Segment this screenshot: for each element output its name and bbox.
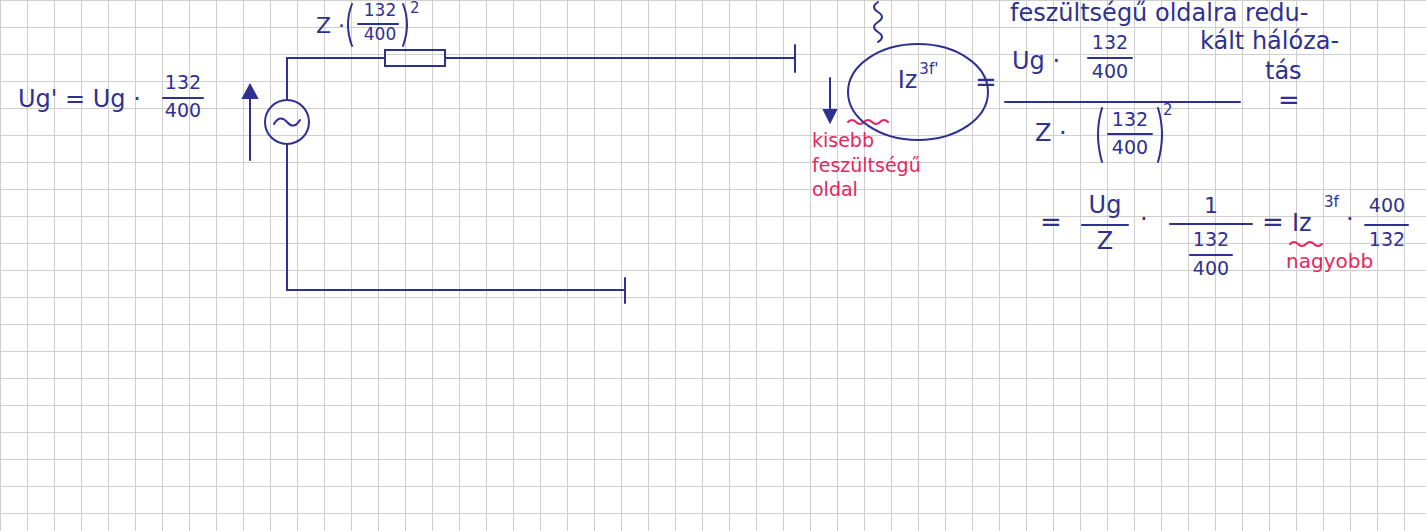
denominator-term: Z · [1035,120,1067,146]
multiply-sign: · [1140,206,1148,232]
circle-outline [846,42,990,142]
ratio-number: 400 [1186,258,1236,279]
circled-term: Iz3f' [846,42,990,142]
ratio-number: 400 [1362,195,1412,216]
numerator-term: Ug · [1012,48,1060,74]
exponent: 2 [1163,102,1173,119]
voltage-formula: Ug' = Ug · [18,86,141,112]
ratio-number: 400 [158,100,208,121]
multiply-sign: · [1346,206,1354,232]
equals-sign: = [1278,86,1300,115]
superscript: 3f' [919,60,938,78]
ratio-number: 400 [1085,61,1135,82]
ratio-number: 132 [158,72,208,93]
exponent: 2 [410,0,420,17]
ratio-number: 400 [355,25,405,44]
ratio-number: 132 [355,1,405,20]
ratio-number: 132 [1362,229,1412,250]
equals-sign: = [1262,208,1284,237]
note-text: tás [1265,58,1302,84]
equals-sign: = [1040,208,1062,237]
ratio-number: 400 [1105,137,1155,158]
ratio-number: 132 [1085,32,1135,53]
impedance-label: Z · [316,14,345,38]
side-note: nagyobb [1286,250,1373,272]
fraction-term: Ug [1080,192,1130,218]
note-text: kált hálóza- [1200,28,1339,54]
fraction-term: Z [1080,228,1130,254]
current-symbol: Iz [1292,210,1312,236]
note-text: feszültségű oldalra redu- [1010,0,1308,26]
current-symbol: Iz [898,66,918,94]
ratio-number: 132 [1186,229,1236,250]
superscript: 3f [1324,194,1339,211]
ratio-number: 132 [1105,109,1155,130]
fraction-term: 1 [1186,194,1236,218]
